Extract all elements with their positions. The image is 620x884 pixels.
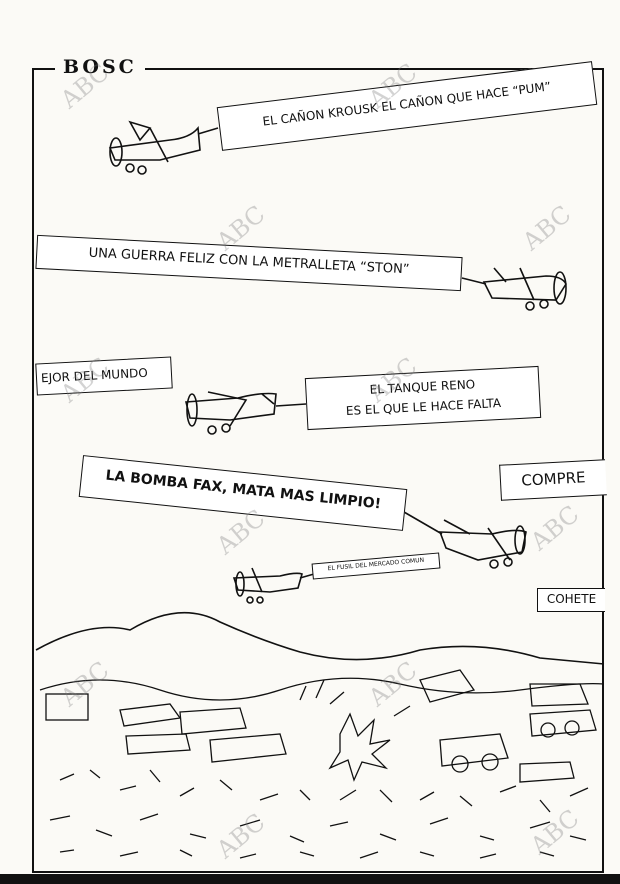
biplane-1 <box>108 120 219 175</box>
artist-signature: BOSC <box>55 56 145 78</box>
biplane-2 <box>461 267 567 311</box>
bottom-border <box>0 874 620 884</box>
banner-cohete: COHETE <box>537 588 605 612</box>
banner-compre: COMPRE <box>499 459 607 501</box>
battlefield <box>39 669 605 859</box>
biplane-5 <box>232 567 315 604</box>
biplane-3 <box>184 391 307 435</box>
mountain-range <box>35 611 605 665</box>
biplane-4 <box>403 511 527 569</box>
